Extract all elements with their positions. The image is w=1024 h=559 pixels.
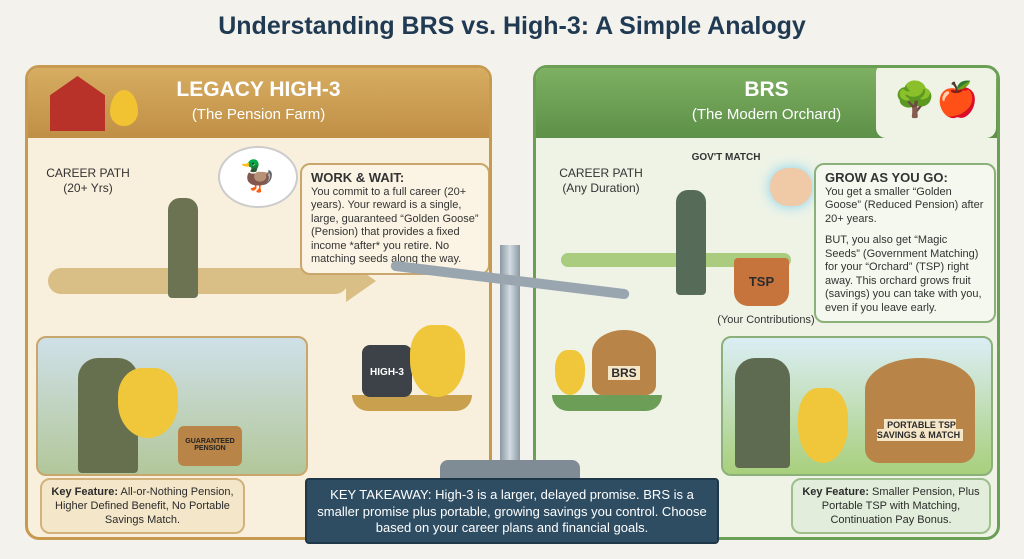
golden-egg-icon — [110, 90, 138, 126]
high3-weight: HIGH-3 — [362, 345, 412, 397]
basket-label: GUARANTEED PENSION — [185, 438, 235, 452]
goose-icon — [410, 325, 465, 397]
hand-seeds-icon — [770, 168, 812, 206]
box-text-1: You get a smaller “Golden Goose” (Reduce… — [825, 185, 984, 225]
high3-key-feature: Key Feature: All-or-Nothing Pension, Hig… — [40, 478, 245, 534]
tsp-pot: TSP — [734, 258, 789, 306]
goose-icon — [555, 350, 585, 395]
goose-icon — [118, 368, 178, 438]
grow-as-you-go-box: GROW AS YOU GO: You get a smaller “Golde… — [814, 163, 996, 323]
high3-title: LEGACY HIGH-3 — [176, 78, 341, 101]
kf-bold: Key Feature: — [802, 486, 869, 498]
kf-bold: Key Feature: — [51, 486, 119, 498]
brs-basket: BRS — [592, 330, 656, 395]
contributions-label: (Your Contributions) — [717, 314, 815, 326]
balance-scale: HIGH-3 BRS — [340, 235, 680, 485]
porch-scene: GUARANTEED PENSION — [36, 336, 308, 476]
page-title: Understanding BRS vs. High-3: A Simple A… — [218, 12, 806, 40]
box-text-2: BUT, you also get “Magic Seeds” (Governm… — [825, 234, 982, 314]
work-wait-box: WORK & WAIT: You commit to a full career… — [300, 163, 489, 275]
career-path-road — [48, 268, 348, 294]
basket-label: PORTABLE TSP SAVINGS & MATCH — [876, 419, 964, 441]
goose-icon — [798, 388, 848, 463]
career-path-label: CAREER PATH (Any Duration) — [559, 166, 643, 195]
tsp-basket: PORTABLE TSP SAVINGS & MATCH — [865, 358, 975, 463]
high3-panel: LEGACY HIGH-3 (The Pension Farm) CAREER … — [25, 65, 492, 540]
box-title: GROW AS YOU GO: — [825, 170, 948, 185]
soldier-icon — [676, 190, 706, 295]
thought-bubble-goose-icon: 🦆 — [218, 146, 298, 208]
govt-match-label: GOV'T MATCH — [691, 152, 761, 163]
right-pan — [552, 395, 662, 411]
pot-label: TSP — [748, 274, 775, 289]
veteran-icon — [735, 358, 790, 468]
basket-label: BRS — [608, 366, 640, 380]
orchard-icon: 🌳🍎 — [876, 68, 996, 138]
orchard-scene: PORTABLE TSP SAVINGS & MATCH — [721, 336, 993, 476]
box-text: You commit to a full career (20+ years).… — [311, 185, 479, 266]
brs-header: BRS (The Modern Orchard) 🌳🍎 — [536, 68, 997, 138]
scale-post — [500, 245, 520, 465]
weight-label: HIGH-3 — [370, 367, 404, 378]
soldier-icon — [168, 198, 198, 298]
scale-base — [440, 460, 580, 482]
kf-text: Smaller Pension, Plus Portable TSP with … — [821, 486, 980, 526]
kf-text: All-or-Nothing Pension, Higher Defined B… — [55, 486, 234, 526]
career-path-label: CAREER PATH (20+ Yrs) — [46, 166, 130, 195]
high3-header: LEGACY HIGH-3 (The Pension Farm) — [28, 68, 489, 138]
brs-subtitle: (The Modern Orchard) — [691, 106, 842, 123]
box-title: WORK & WAIT: — [311, 170, 405, 185]
key-takeaway-banner: KEY TAKEAWAY: High-3 is a larger, delaye… — [305, 478, 719, 544]
left-pan — [352, 395, 472, 411]
high3-subtitle: (The Pension Farm) — [191, 106, 326, 123]
brs-title: BRS — [744, 78, 789, 101]
brs-key-feature: Key Feature: Smaller Pension, Plus Porta… — [791, 478, 991, 534]
brs-panel: BRS (The Modern Orchard) 🌳🍎 CAREER PATH … — [533, 65, 1000, 540]
pension-basket: GUARANTEED PENSION — [178, 426, 242, 466]
